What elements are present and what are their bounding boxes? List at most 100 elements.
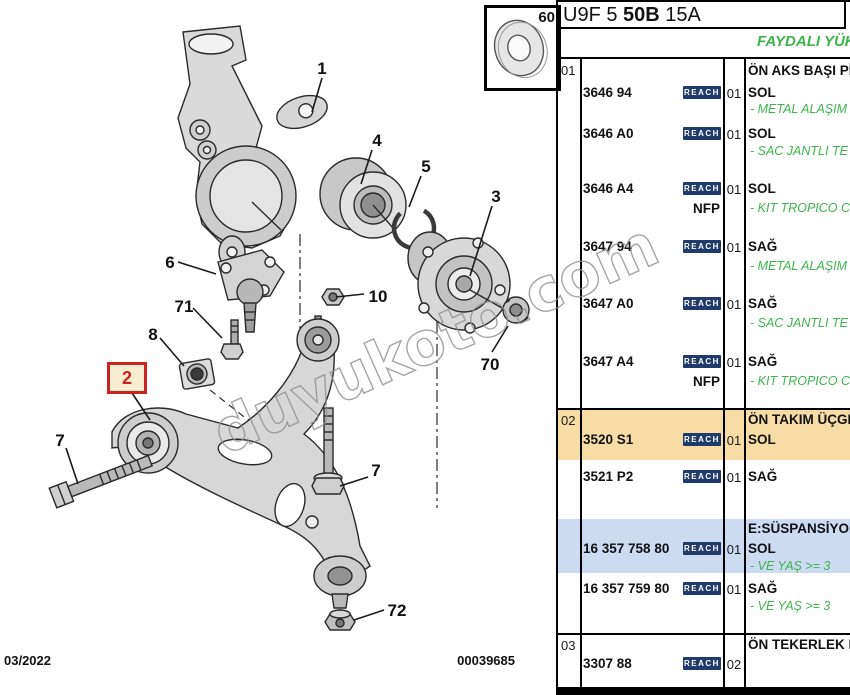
plate-part — [178, 358, 216, 390]
group-ref: 01 — [561, 63, 576, 78]
callout-2-highlighted[interactable]: 2 — [107, 362, 147, 394]
side-label: SOL — [748, 126, 776, 141]
callout-8[interactable]: 8 — [148, 325, 157, 344]
part-note: - VE YAŞ >= 3 — [750, 559, 831, 573]
column-divider — [580, 57, 582, 687]
inset-item-number: 60 — [538, 9, 555, 26]
part-number[interactable]: 3521 P2 — [583, 469, 634, 484]
side-label: SAĞ — [748, 469, 778, 484]
reach-badge[interactable]: REACH — [683, 297, 721, 310]
side-label: SOL — [748, 432, 776, 447]
row-divider — [556, 408, 850, 410]
group-ref: 03 — [561, 638, 576, 653]
side-label: SOL — [748, 541, 776, 556]
bolt-part — [220, 319, 244, 360]
nut-part — [321, 288, 345, 306]
group-title: ÖN AKS BAŞI PİM — [748, 63, 850, 78]
quantity: 01 — [726, 433, 742, 448]
bolt-part — [311, 407, 345, 495]
callout-3[interactable]: 3 — [491, 187, 500, 206]
hub-part — [407, 231, 511, 334]
side-label: SAĞ — [748, 354, 778, 369]
quantity: 01 — [726, 182, 742, 197]
callout-7-right[interactable]: 7 — [371, 461, 380, 480]
nfp-flag: NFP — [693, 201, 720, 216]
title-prefix: U9F 5 — [563, 4, 624, 26]
part-note: - KIT TROPICO C — [750, 374, 850, 388]
quantity: 02 — [726, 657, 742, 672]
part-note: - SAC JANTLI TE — [750, 144, 848, 158]
callout-4[interactable]: 4 — [372, 131, 382, 150]
reach-badge[interactable]: REACH — [683, 182, 721, 195]
wheel-bearing-part — [319, 157, 407, 239]
part-note: - METAL ALAŞIM — [750, 259, 848, 273]
callout-72[interactable]: 72 — [388, 601, 407, 620]
part-number[interactable]: 3520 S1 — [583, 432, 634, 447]
callout-5[interactable]: 5 — [421, 157, 430, 176]
part-number[interactable]: 3646 94 — [583, 85, 632, 100]
title-suffix: 15A — [659, 4, 701, 26]
quantity: 01 — [726, 470, 742, 485]
callout-71[interactable]: 71 — [175, 297, 194, 316]
steering-knuckle-part — [177, 25, 328, 269]
catalog-date: 03/2022 — [4, 653, 51, 668]
group-title: ÖN TAKIM ÜÇGE — [748, 412, 850, 427]
callout-7-left[interactable]: 7 — [55, 431, 64, 450]
nfp-flag: NFP — [693, 374, 720, 389]
part-note: - KIT TROPICO C — [750, 201, 850, 215]
table-bottom-bar — [556, 687, 850, 695]
parts-diagram: 1 4 5 3 6 71 10 8 7 7 70 72 — [48, 25, 530, 631]
ball-joint-part — [217, 249, 285, 333]
reach-badge[interactable]: REACH — [683, 657, 721, 670]
callout-1[interactable]: 1 — [317, 59, 326, 78]
useful-load-header: FAYDALI YÜK — [757, 33, 850, 50]
column-divider — [723, 57, 725, 687]
reach-badge[interactable]: REACH — [683, 433, 721, 446]
column-divider — [744, 57, 746, 687]
part-number[interactable]: 3646 A4 — [583, 181, 634, 196]
part-number[interactable]: 3647 94 — [583, 239, 632, 254]
row-divider — [556, 633, 850, 635]
part-number[interactable]: 3646 A0 — [583, 126, 634, 141]
title-code: 50B — [623, 4, 660, 26]
part-number[interactable]: 16 357 759 80 — [583, 581, 670, 596]
reach-badge[interactable]: REACH — [683, 240, 721, 253]
row-subtitle: E:SÜSPANSİYON — [748, 521, 850, 536]
reach-badge[interactable]: REACH — [683, 542, 721, 555]
part-note: - SAC JANTLI TE — [750, 316, 848, 330]
callout-6[interactable]: 6 — [165, 253, 174, 272]
callout-2-label: 2 — [121, 367, 132, 388]
side-label: SOL — [748, 181, 776, 196]
control-arm-part — [111, 315, 371, 609]
part-number[interactable]: 3647 A4 — [583, 354, 634, 369]
table-left-border — [556, 0, 558, 695]
reach-badge[interactable]: REACH — [683, 86, 721, 99]
part-number[interactable]: 3307 88 — [583, 656, 632, 671]
dashed-line — [209, 389, 249, 421]
washer-inset-box[interactable]: 60 — [484, 5, 561, 91]
row-divider — [556, 27, 846, 29]
title-cell-right-border — [844, 0, 846, 29]
part-note: - METAL ALAŞIM — [750, 102, 848, 116]
part-number[interactable]: 16 357 758 80 — [583, 541, 670, 556]
group-ref: 02 — [561, 413, 576, 428]
reach-badge[interactable]: REACH — [683, 470, 721, 483]
group-title: ÖN TEKERLEK P — [748, 637, 850, 652]
washer-icon — [493, 19, 548, 79]
quantity: 01 — [726, 127, 742, 142]
side-label: SAĞ — [748, 296, 778, 311]
quantity: 01 — [726, 542, 742, 557]
part-number[interactable]: 3647 A0 — [583, 296, 634, 311]
reach-badge[interactable]: REACH — [683, 355, 721, 368]
bolt-part — [48, 454, 153, 509]
document-number: 00039685 — [457, 653, 515, 668]
quantity: 01 — [726, 240, 742, 255]
row-divider — [556, 57, 850, 59]
reach-badge[interactable]: REACH — [683, 582, 721, 595]
part-note: - VE YAŞ >= 3 — [750, 599, 831, 613]
callout-70[interactable]: 70 — [481, 355, 500, 374]
nut-part — [324, 609, 356, 631]
reach-badge[interactable]: REACH — [683, 127, 721, 140]
callout-10[interactable]: 10 — [369, 287, 388, 306]
